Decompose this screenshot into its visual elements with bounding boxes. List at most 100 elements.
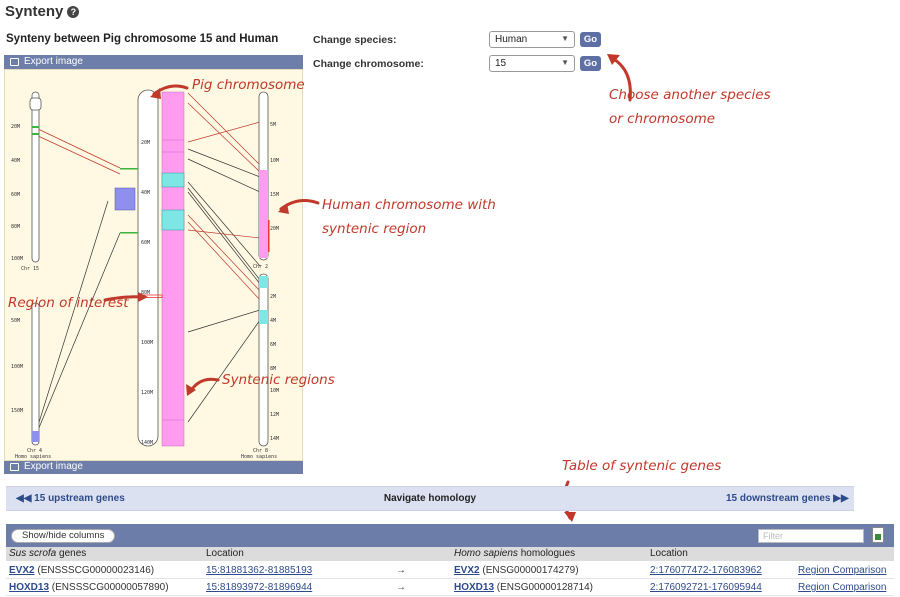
help-icon[interactable]: ? [67, 6, 80, 18]
tick-label: 12M [270, 412, 279, 418]
tick-label: 8M [270, 366, 276, 372]
export-image-bar-top[interactable]: Export image [4, 55, 303, 69]
species-go-button[interactable]: Go [580, 32, 601, 47]
annotation-table-genes: Table of syntenic genes [562, 458, 722, 474]
image-icon [10, 463, 19, 471]
tick-label: 100M [141, 340, 153, 346]
tick-label: 10M [270, 158, 279, 164]
tick-label: 150M [11, 408, 23, 414]
chr-label: Chr 4 [27, 448, 42, 454]
left-chromosome-bottom [31, 302, 40, 446]
tick-label: 20M [11, 124, 20, 130]
double-left-arrow-icon: ◀◀ [16, 493, 35, 504]
connector-line [35, 134, 121, 175]
column-location[interactable]: Location [206, 548, 244, 559]
chevron-down-icon: ▼ [561, 58, 569, 67]
tick-label: 100M [11, 256, 23, 262]
chromosome-label: Change chromosome: [313, 58, 424, 70]
tick-label: 10M [270, 388, 279, 394]
pig-chromosome [137, 89, 159, 447]
connector-line [187, 102, 261, 173]
gene-link[interactable]: EVX2 [9, 565, 35, 576]
chr-label: Chr 15 [21, 266, 39, 272]
species-label: Change species: [313, 34, 397, 46]
annotation-region-of-interest: Region of interest [8, 295, 129, 311]
connector-line [187, 319, 261, 423]
downstream-link[interactable]: 15 downstream genes ▶▶ [726, 493, 849, 504]
homolog-location-link[interactable]: 2:176077472-176083962 [650, 565, 762, 576]
chromosome-select[interactable]: 15▼ [489, 55, 575, 72]
synteny-subtitle: Synteny between Pig chromosome 15 and Hu… [6, 33, 279, 45]
tick-label: 60M [11, 192, 20, 198]
column-species2[interactable]: Homo sapiens homologues [454, 548, 576, 559]
filter-input[interactable]: Filter [758, 529, 864, 543]
synteny-block-green [32, 126, 39, 128]
annotation-human-1: Human chromosome with [322, 197, 496, 213]
tick-label: 40M [11, 158, 20, 164]
annotation-syntenic-regions: Syntenic regions [222, 372, 335, 388]
connector-line [187, 221, 261, 301]
connector-line [35, 200, 109, 433]
export-image-bar-bottom[interactable]: Export image [4, 460, 303, 474]
image-icon [10, 58, 19, 66]
annotation-pig-chromosome: Pig chromosome [192, 77, 305, 93]
homolog-location-link[interactable]: 2:176092721-176095944 [650, 582, 762, 593]
annotation-choose-1: Choose another species [609, 87, 771, 103]
chr-label: Homo sapiens [241, 454, 277, 460]
column-location2[interactable]: Location [650, 548, 688, 559]
connector-line [187, 214, 261, 292]
connector-line [187, 191, 261, 285]
human-cyan-region [259, 310, 268, 324]
homolog-link[interactable]: HOXD13 [454, 582, 495, 593]
human-synteny-region [259, 170, 268, 258]
connector-line [35, 127, 121, 169]
arrow-icon: → [396, 582, 406, 593]
location-link[interactable]: 15:81893972-81896944 [206, 582, 313, 593]
connector-line [187, 92, 261, 166]
upstream-link[interactable]: ◀◀ 15 upstream genes [16, 493, 125, 504]
tick-label: 6M [270, 342, 276, 348]
location-link[interactable]: 15:81881362-81885193 [206, 565, 313, 576]
tick-label: 80M [141, 290, 150, 296]
table-toolbar: Show/hide columns Filter [6, 524, 894, 547]
tick-label: 140M [141, 440, 153, 446]
tick-label: 80M [11, 224, 20, 230]
table-row: HOXD13 (ENSSSCG00000057890) 15:81893972-… [6, 579, 894, 596]
chromosome-go-button[interactable]: Go [580, 56, 601, 71]
table-row: EVX2 (ENSSSCG00000023146) 15:81881362-81… [6, 562, 894, 579]
syntenic-cyan-region [161, 209, 185, 231]
connector-line [35, 232, 121, 436]
tick-label: 100M [11, 364, 23, 370]
excel-export-icon[interactable] [872, 527, 884, 543]
connector-line [187, 309, 261, 333]
region-comparison-link[interactable]: Region Comparison [798, 565, 887, 576]
annotation-choose-2: or chromosome [609, 111, 716, 127]
tick-label: 120M [141, 390, 153, 396]
gene-link[interactable]: HOXD13 [9, 582, 50, 593]
connector-line [187, 148, 261, 178]
annotation-human-2: syntenic region [322, 221, 427, 237]
tick-label: 50M [11, 318, 20, 324]
connector-line [187, 229, 261, 239]
tick-label: 40M [141, 190, 150, 196]
column-species1[interactable]: Sus scrofa genes [9, 548, 87, 559]
region-comparison-link[interactable]: Region Comparison [798, 582, 887, 593]
tick-label: 2M [270, 294, 276, 300]
synteny-block-green [32, 133, 39, 135]
connector-line [187, 158, 261, 193]
chevron-down-icon: ▼ [561, 34, 569, 43]
tick-label: 20M [141, 140, 150, 146]
tick-label: 14M [270, 436, 279, 442]
page-title: Synteny? [5, 3, 80, 20]
species-select[interactable]: Human▼ [489, 31, 575, 48]
navigation-label: Navigate homology [383, 493, 477, 504]
synteny-block-blue [32, 431, 39, 442]
syntenic-blue-region [114, 187, 136, 211]
show-hide-columns-button[interactable]: Show/hide columns [11, 529, 116, 543]
homolog-link[interactable]: EVX2 [454, 565, 480, 576]
human-cyan-region [259, 276, 268, 288]
connector-line [187, 181, 261, 267]
chr-label: Chr 8 [253, 448, 268, 454]
double-right-arrow-icon: ▶▶ [830, 493, 849, 504]
